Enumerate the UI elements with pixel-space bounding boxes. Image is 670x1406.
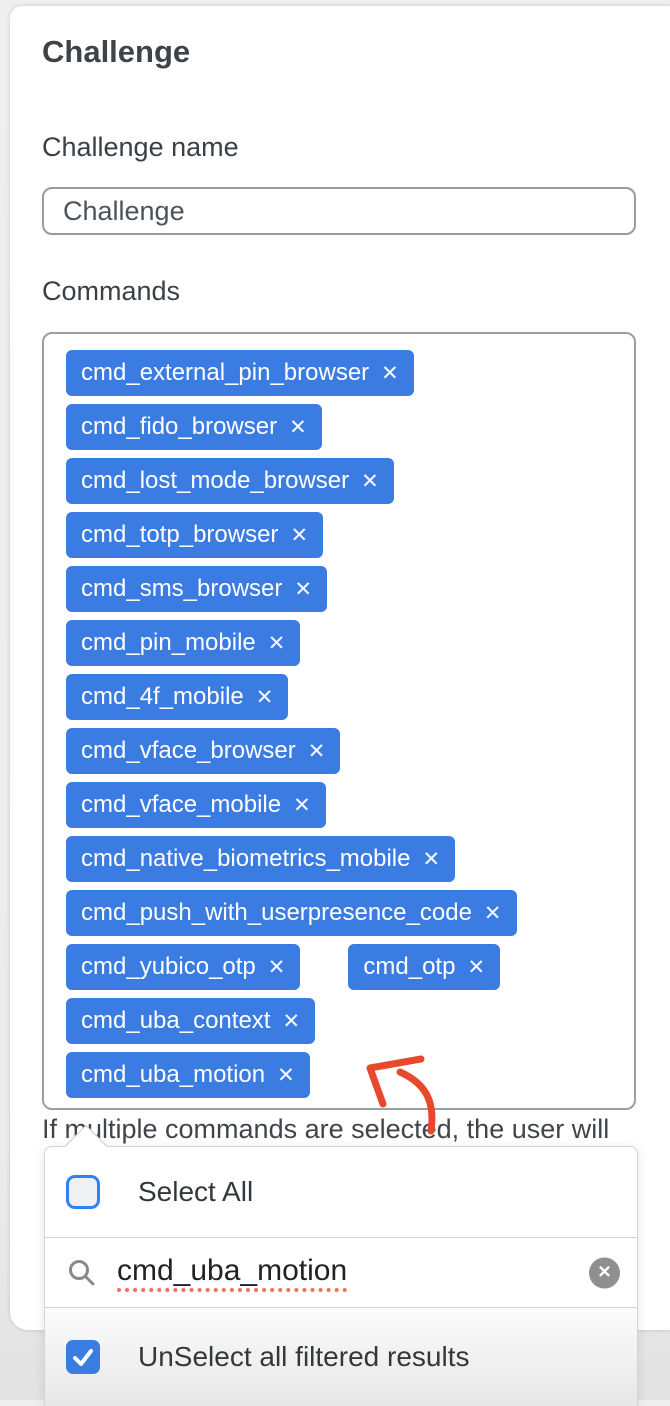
remove-tag-icon[interactable]: ✕ [277, 1063, 295, 1087]
remove-tag-icon[interactable]: ✕ [293, 793, 311, 817]
command-tag-row: cmd_native_biometrics_mobile ✕ [66, 836, 624, 882]
command-tag-label: cmd_lost_mode_browser [81, 467, 350, 494]
command-tag-row: cmd_lost_mode_browser ✕ [66, 458, 624, 504]
command-tag: cmd_push_with_userpresence_code ✕ [66, 890, 517, 936]
search-input[interactable]: cmd_uba_motion [117, 1254, 348, 1292]
remove-tag-icon[interactable]: ✕ [255, 685, 274, 709]
command-tag: cmd_vface_mobile ✕ [66, 782, 326, 828]
command-tag-row: cmd_uba_motion ✕ [66, 1052, 624, 1098]
command-tag: cmd_pin_mobile ✕ [66, 620, 301, 666]
command-tag-row: cmd_push_with_userpresence_code ✕ [66, 890, 624, 936]
challenge-name-input[interactable]: Challenge [42, 187, 636, 235]
command-tag-row: cmd_4f_mobile ✕ [66, 674, 624, 720]
challenge-name-label: Challenge name [42, 132, 239, 162]
command-tag-label: cmd_push_with_userpresence_code [81, 899, 472, 926]
checkmark-icon [73, 1349, 93, 1366]
command-tag-label: cmd_vface_mobile [81, 791, 282, 818]
commands-help-text: If multiple commands are selected, the u… [42, 1114, 610, 1144]
command-tag: cmd_native_biometrics_mobile ✕ [66, 836, 456, 882]
remove-tag-icon[interactable]: ✕ [267, 631, 286, 655]
command-tag: cmd_otp ✕ [348, 944, 501, 990]
commands-dropdown-panel: Select All cmd_uba_motion ✕ UnSelect all… [44, 1124, 638, 1406]
command-tag-label: cmd_vface_browser [81, 737, 296, 764]
divider [45, 1307, 637, 1308]
search-icon [69, 1259, 95, 1285]
remove-tag-icon[interactable]: ✕ [267, 955, 286, 979]
remove-tag-icon[interactable]: ✕ [467, 955, 486, 979]
command-tag-row: cmd_vface_mobile ✕ [66, 782, 624, 828]
remove-tag-icon[interactable]: ✕ [289, 415, 307, 439]
command-tag-label: cmd_4f_mobile [81, 683, 244, 710]
command-tag-row: cmd_pin_mobile ✕ [66, 620, 624, 666]
command-tag-label: cmd_native_biometrics_mobile [81, 845, 411, 872]
command-tag-label: cmd_uba_context [81, 1007, 271, 1034]
select-all-checkbox[interactable] [66, 1175, 100, 1209]
command-tag: cmd_uba_motion ✕ [66, 1052, 310, 1098]
remove-tag-icon[interactable]: ✕ [282, 1009, 301, 1033]
command-tag-row: cmd_fido_browser ✕ [66, 404, 624, 450]
command-tag-row: cmd_vface_browser ✕ [66, 728, 624, 774]
clear-search-button[interactable]: ✕ [589, 1257, 620, 1288]
select-all-label: Select All [138, 1176, 254, 1207]
command-tag-label: cmd_yubico_otp [81, 953, 256, 980]
command-tag: cmd_uba_context ✕ [66, 998, 316, 1044]
commands-multiselect[interactable]: cmd_external_pin_browser✕cmd_fido_browse… [42, 332, 636, 1110]
remove-tag-icon[interactable]: ✕ [422, 847, 441, 871]
select-all-row[interactable]: Select All [45, 1147, 637, 1237]
unselect-filtered-checkbox[interactable] [66, 1340, 100, 1374]
command-tag-label: cmd_sms_browser [81, 575, 283, 602]
command-tag: cmd_totp_browser ✕ [66, 512, 324, 558]
commands-label: Commands [42, 276, 181, 306]
remove-tag-icon[interactable]: ✕ [307, 739, 326, 763]
command-tag-row: cmd_external_pin_browser ✕ [66, 350, 624, 396]
command-tag-row: cmd_sms_browser ✕ [66, 566, 624, 612]
command-tag-label: cmd_external_pin_browser [81, 359, 370, 386]
command-tag: cmd_sms_browser ✕ [66, 566, 327, 612]
command-tag: cmd_lost_mode_browser ✕ [66, 458, 394, 504]
command-tag: cmd_fido_browser ✕ [66, 404, 322, 450]
command-tag-row: cmd_yubico_otp ✕ cmd_otp ✕ [66, 944, 624, 990]
command-tag-row: cmd_totp_browser ✕ [66, 512, 624, 558]
remove-tag-icon[interactable]: ✕ [483, 901, 502, 925]
command-tag-row: cmd_uba_context ✕ [66, 998, 624, 1044]
remove-tag-icon[interactable]: ✕ [290, 523, 309, 547]
search-row[interactable]: cmd_uba_motion ✕ [45, 1238, 637, 1307]
command-tag-label: cmd_uba_motion [81, 1061, 266, 1088]
divider [45, 1237, 637, 1238]
command-tag-label: cmd_pin_mobile [81, 629, 256, 656]
command-tag-label: cmd_totp_browser [81, 521, 279, 548]
remove-tag-icon[interactable]: ✕ [381, 361, 399, 385]
command-tag: cmd_yubico_otp ✕ [66, 944, 301, 990]
command-tag-label: cmd_fido_browser [81, 413, 278, 440]
command-tag-label: cmd_otp [363, 953, 456, 980]
remove-tag-icon[interactable]: ✕ [361, 469, 379, 493]
remove-tag-icon[interactable]: ✕ [294, 577, 312, 601]
challenge-card: Challenge Challenge name Challenge Comma… [10, 6, 670, 1330]
command-tag: cmd_4f_mobile ✕ [66, 674, 289, 720]
command-tag: cmd_vface_browser ✕ [66, 728, 341, 774]
command-tag: cmd_external_pin_browser ✕ [66, 350, 414, 396]
page-title: Challenge [42, 34, 191, 69]
unselect-filtered-label: UnSelect all filtered results [138, 1341, 470, 1372]
unselect-filtered-row[interactable]: UnSelect all filtered results [45, 1308, 637, 1406]
